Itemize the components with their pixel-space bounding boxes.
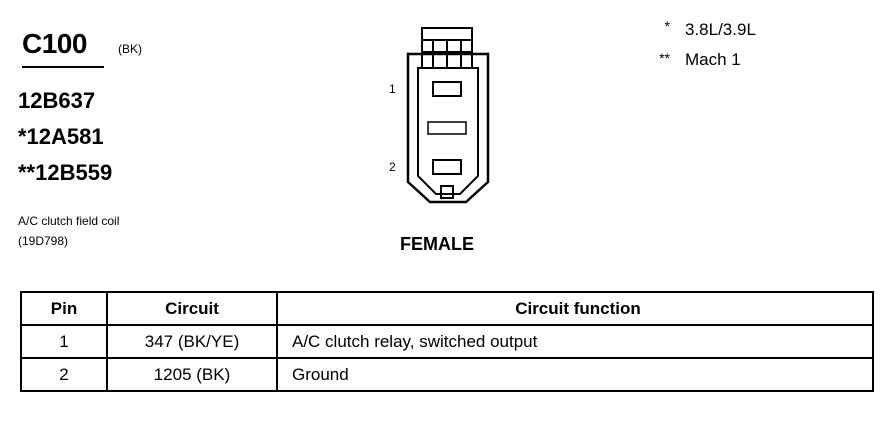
cell-circuit: 347 (BK/YE) <box>106 324 278 359</box>
connector-gender-label: FEMALE <box>400 234 474 254</box>
note-symbol-1: * <box>664 18 670 34</box>
header-circuit-function: Circuit function <box>276 291 874 326</box>
header-circuit: Circuit <box>106 291 278 326</box>
cell-pin: 1 <box>20 324 108 359</box>
pin-table: Pin Circuit Circuit function 1 347 (BK/Y… <box>20 291 874 392</box>
note-text-2: Mach 1 <box>685 50 741 69</box>
pin-cavity-center <box>427 121 467 135</box>
cell-circuit-function: A/C clutch relay, switched output <box>276 324 874 359</box>
cell-circuit: 1205 (BK) <box>106 357 278 392</box>
table-row: 1 347 (BK/YE) A/C clutch relay, switched… <box>20 324 874 359</box>
pin-label-2: 2 <box>389 160 396 174</box>
pin-label-1: 1 <box>389 82 396 96</box>
pin-cavity-2 <box>432 159 462 175</box>
part-number-3: **12B559 <box>18 160 113 185</box>
note-text-1: 3.8L/3.9L <box>685 20 756 39</box>
table-header-row: Pin Circuit Circuit function <box>20 291 874 326</box>
connector-id: C100 <box>22 28 87 59</box>
part-number-2: *12A581 <box>18 124 104 149</box>
header-pin: Pin <box>20 291 108 326</box>
part-number-1: 12B637 <box>18 88 96 113</box>
cell-circuit-function: Ground <box>276 357 874 392</box>
connector-key <box>440 185 454 199</box>
pin-cavity-1 <box>432 81 462 97</box>
cell-pin: 2 <box>20 357 108 392</box>
connector-id-underline <box>22 66 104 68</box>
connector-housing-outer <box>406 52 490 204</box>
connector-color: (BK) <box>118 42 142 56</box>
component-code: (19D798) <box>18 234 69 248</box>
note-symbol-2: ** <box>659 50 670 66</box>
connector-face-drawing <box>406 27 490 204</box>
connector-housing-inner <box>417 67 479 195</box>
component-description: A/C clutch field coil <box>18 214 120 228</box>
table-row: 2 1205 (BK) Ground <box>20 357 874 392</box>
